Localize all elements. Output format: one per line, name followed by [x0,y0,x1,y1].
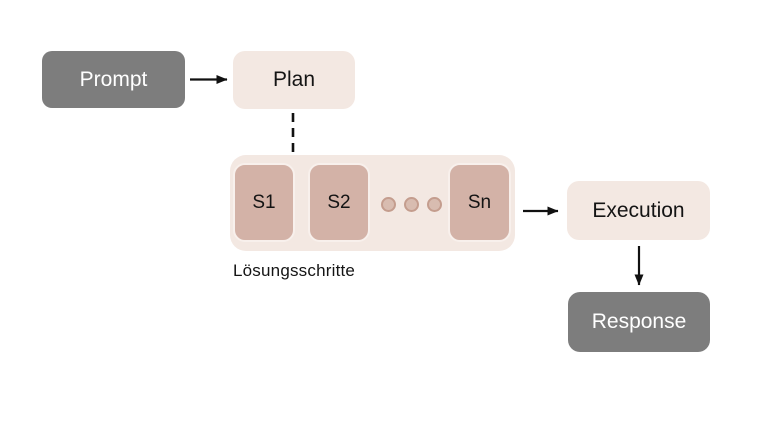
prompt-node: Prompt [42,51,185,108]
step-s2-label: S2 [327,191,351,213]
steps-ellipsis [381,197,445,212]
ellipsis-dot [427,197,442,212]
step-s1: S1 [233,163,295,242]
response-node-label: Response [591,310,687,333]
step-sn: Sn [448,163,511,242]
execution-node-label: Execution [592,198,685,222]
plan-node: Plan [233,51,355,109]
solution-steps-container: S1 S2 Sn [230,155,515,251]
solution-steps-caption: Lösungsschritte [233,261,356,280]
step-s2: S2 [308,163,370,242]
ellipsis-dot [404,197,419,212]
step-sn-label: Sn [467,191,492,213]
ellipsis-dot [381,197,396,212]
response-node: Response [568,292,710,352]
execution-node: Execution [567,181,710,240]
step-s1-label: S1 [252,191,276,213]
prompt-node-label: Prompt [79,67,148,91]
plan-node-label: Plan [272,68,316,91]
